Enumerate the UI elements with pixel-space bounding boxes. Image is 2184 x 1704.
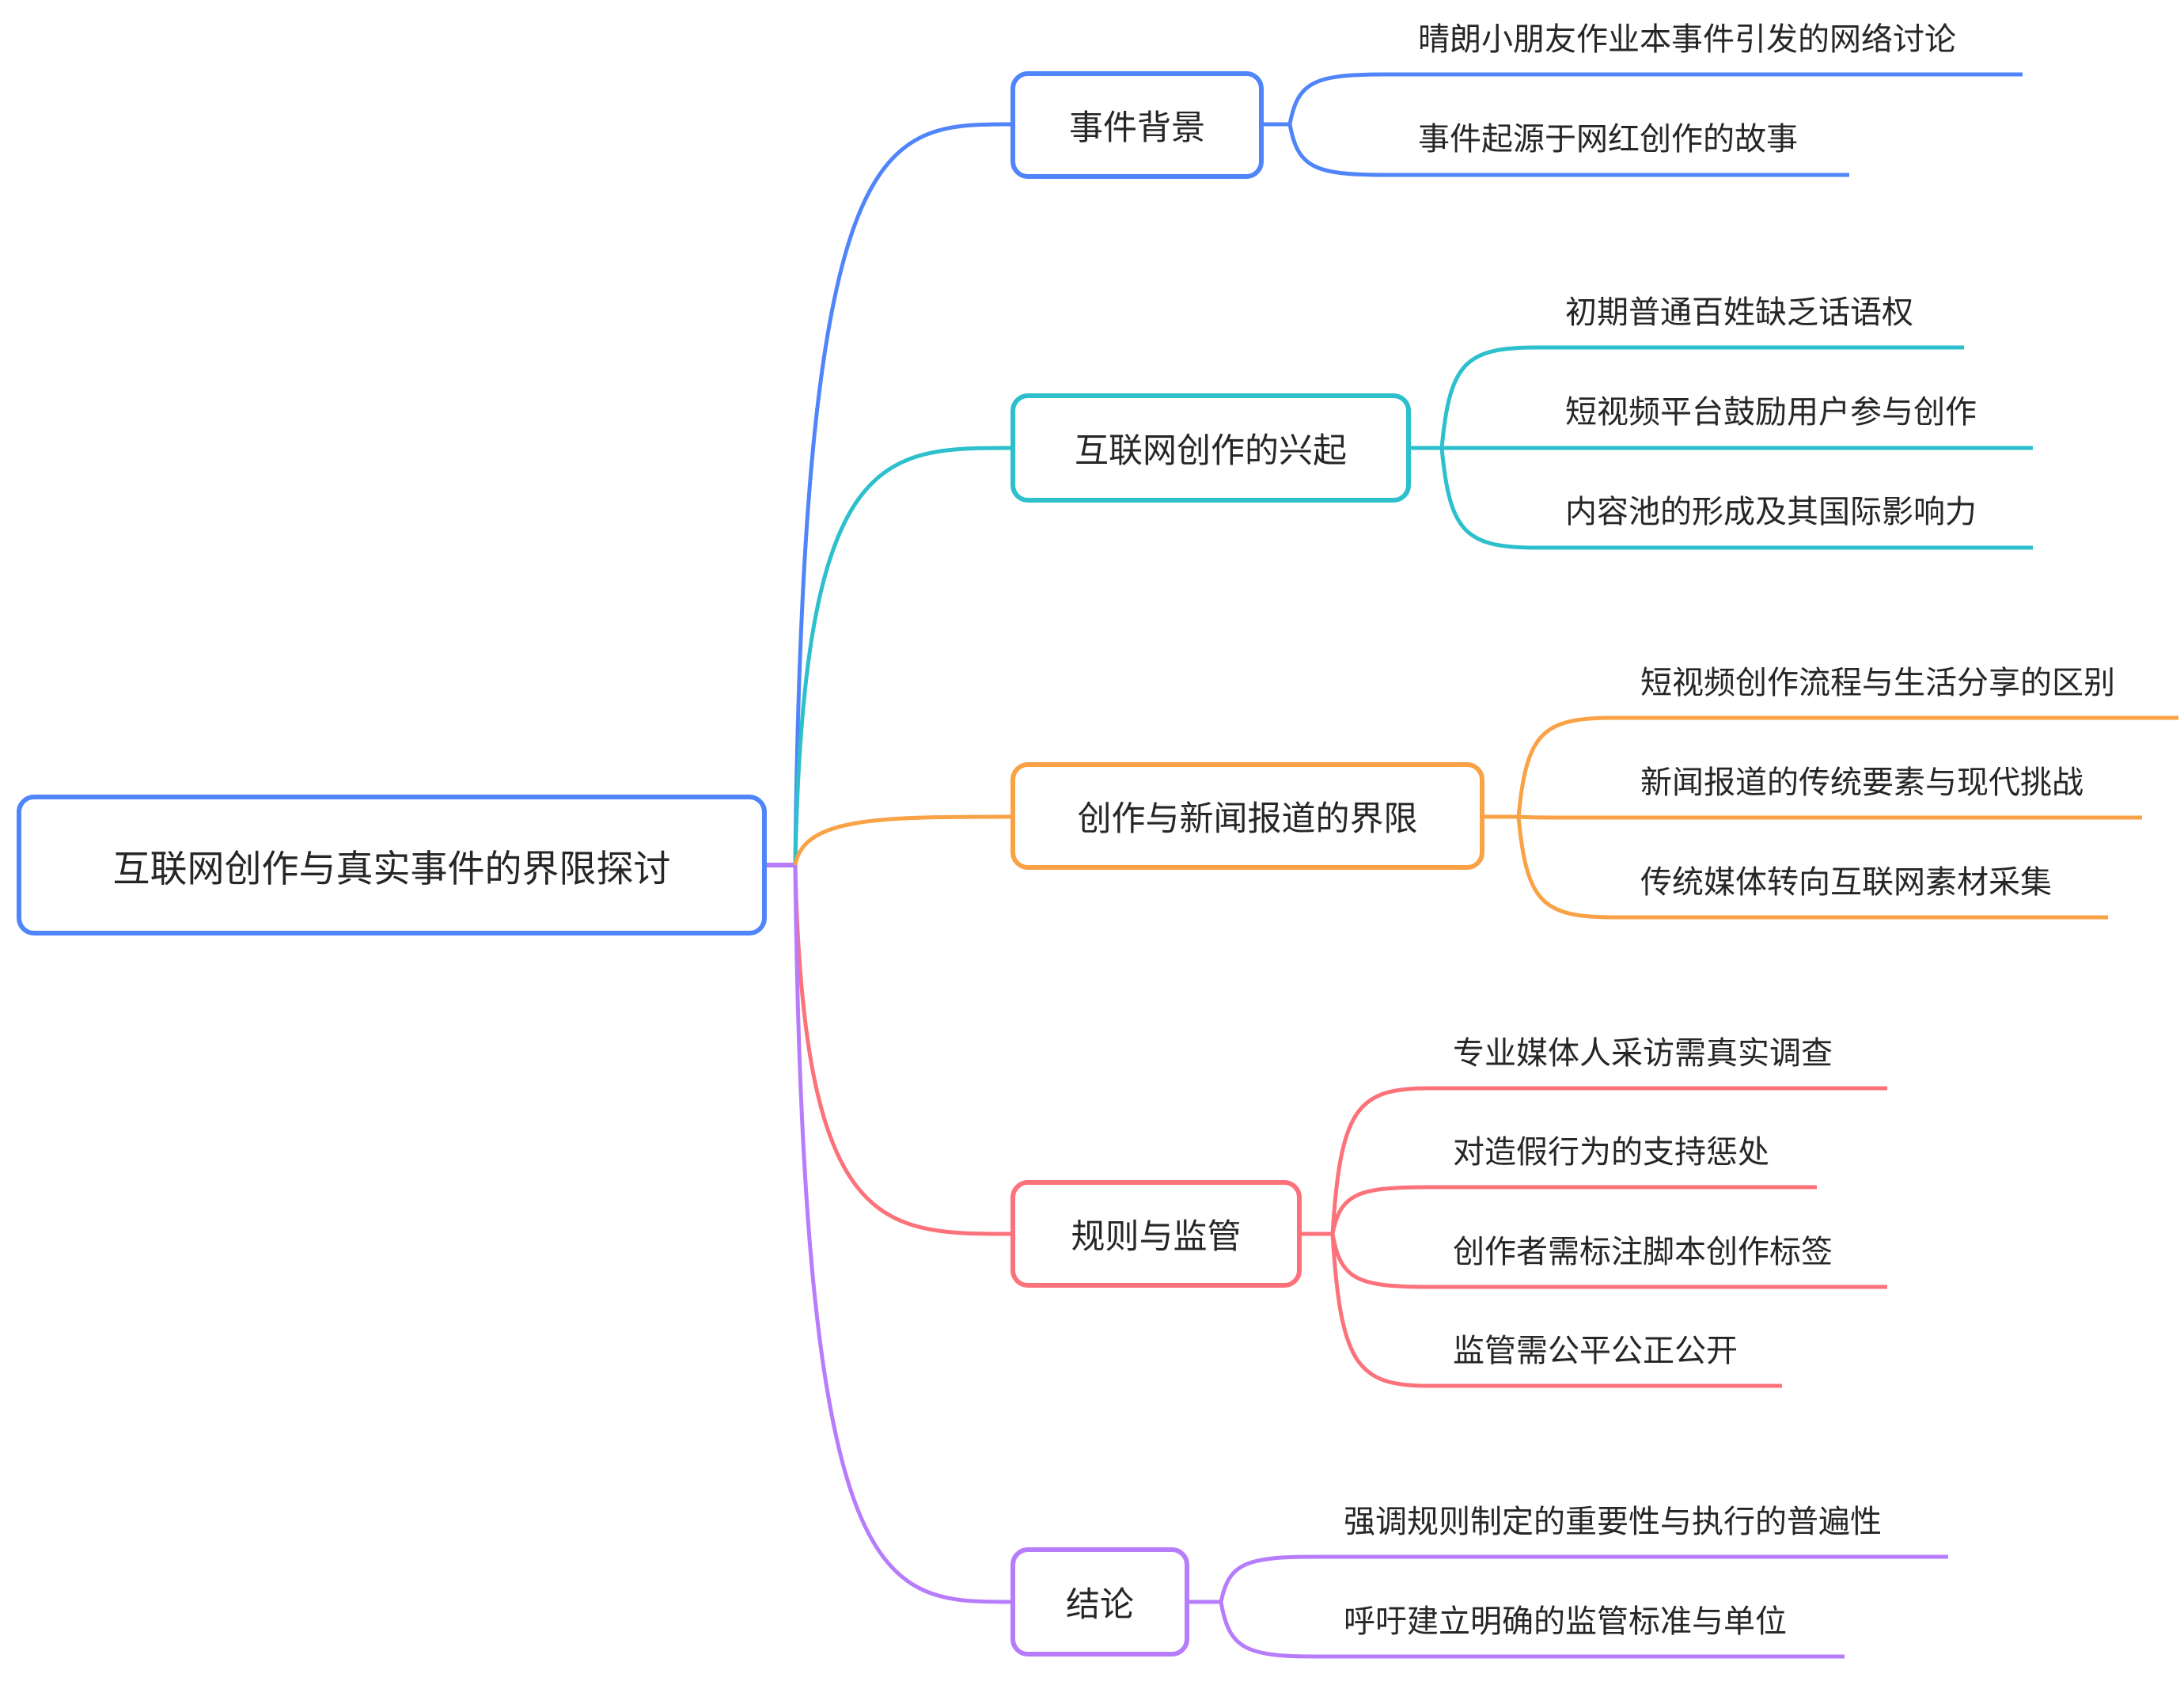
root-label: 互联网创作与真实事件的界限探讨 [112, 847, 671, 891]
branch-node-creation-news-boundary[interactable]: 创作与新闻报道的界限 [1010, 762, 1484, 870]
leaf-node[interactable]: 强调规则制定的重要性与执行的普遍性 [1344, 1504, 1882, 1540]
branch-connector [793, 814, 1011, 866]
branch-label: 结论 [1066, 1585, 1134, 1625]
branch-connector [793, 122, 1011, 866]
leaf-connector-underline [1330, 1185, 1817, 1235]
leaf-node[interactable]: 监管需公平公正公开 [1453, 1333, 1738, 1369]
branch-connector [793, 864, 1011, 1604]
branch-node-rules-regulation[interactable]: 规则与监管 [1010, 1180, 1302, 1288]
leaf-node[interactable]: 新闻报道的传统要素与现代挑战 [1640, 765, 2084, 801]
leaf-node[interactable]: 创作者需标注脚本创作标签 [1453, 1234, 1833, 1270]
branch-label: 规则与监管 [1071, 1217, 1242, 1257]
leaf-node[interactable]: 晴朗小朋友作业本事件引发的网络讨论 [1418, 21, 1956, 58]
branch-connector [793, 446, 1011, 866]
branch-node-internet-creation-rise[interactable]: 互联网创作的兴起 [1010, 393, 1411, 503]
branch-label: 事件背景 [1069, 108, 1205, 148]
branch-node-conclusion[interactable]: 结论 [1010, 1547, 1189, 1657]
branch-node-event-background[interactable]: 事件背景 [1010, 71, 1264, 179]
leaf-connector-underline [1287, 72, 2023, 125]
root-node[interactable]: 互联网创作与真实事件的界限探讨 [17, 795, 767, 935]
leaf-node[interactable]: 短视频平台鼓励用户参与创作 [1565, 394, 1977, 431]
leaf-node[interactable]: 事件起源于网红创作的故事 [1418, 121, 1798, 157]
leaf-connector-underline [1219, 1554, 1948, 1603]
leaf-node[interactable]: 短视频创作流程与生活分享的区别 [1640, 665, 2115, 701]
branch-label: 创作与新闻报道的界限 [1077, 799, 1418, 839]
branch-label: 互联网创作的兴起 [1075, 431, 1347, 471]
leaf-node[interactable]: 传统媒体转向互联网素材采集 [1640, 864, 2052, 901]
leaf-node[interactable]: 初期普通百姓缺乏话语权 [1565, 294, 1913, 331]
leaf-node[interactable]: 专业媒体人采访需真实调查 [1453, 1035, 1833, 1072]
branch-connector [793, 864, 1011, 1236]
leaf-node[interactable]: 内容池的形成及其国际影响力 [1565, 494, 1977, 530]
leaf-connector-underline [1518, 814, 2142, 820]
leaf-node[interactable]: 对造假行为的支持惩处 [1453, 1134, 1769, 1171]
leaf-node[interactable]: 呼吁建立明确的监管标准与单位 [1344, 1603, 1787, 1640]
